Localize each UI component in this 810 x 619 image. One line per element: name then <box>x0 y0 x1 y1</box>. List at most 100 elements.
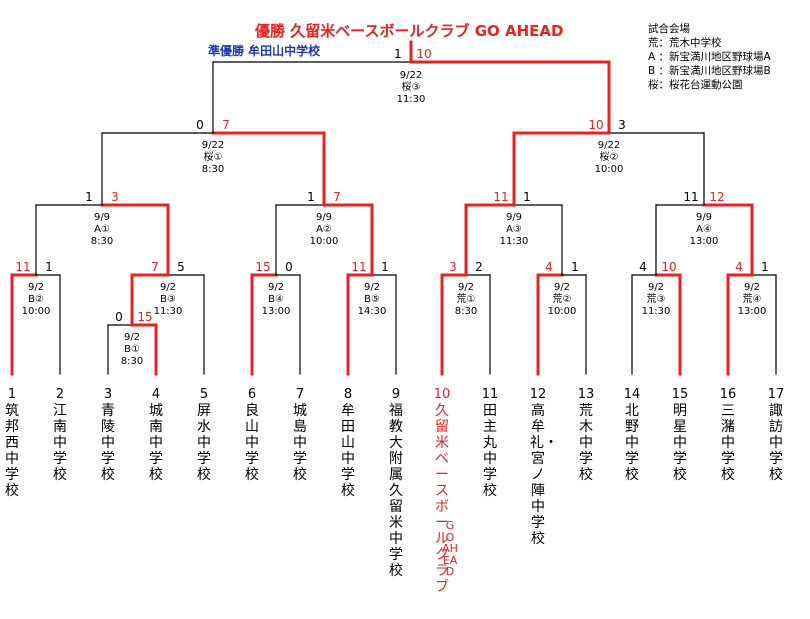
match-time: 10:00 <box>21 306 51 317</box>
match-date: 9/2 <box>457 282 475 293</box>
match-place: A③ <box>506 224 522 235</box>
score-right: 15 <box>137 310 153 324</box>
score-left: 15 <box>255 260 271 274</box>
match-date: 9/2 <box>267 282 285 293</box>
team-number: 3 <box>103 387 113 402</box>
match-time: 8:30 <box>201 164 225 175</box>
team-name: 荒木中学校 <box>579 403 593 483</box>
team-number: 6 <box>247 387 257 402</box>
score-left: 4 <box>545 260 553 274</box>
score-left: 1 <box>85 190 93 204</box>
team-name: 諏訪中学校 <box>769 403 783 483</box>
team-number: 2 <box>55 387 65 402</box>
match-time: 10:00 <box>547 306 577 317</box>
score-right: 10 <box>416 47 432 61</box>
match-place: A① <box>94 224 110 235</box>
team-number: 13 <box>577 387 595 402</box>
team-name: 筑邦西中学校 <box>5 403 19 499</box>
score-right: 2 <box>475 260 483 274</box>
score-right: 1 <box>523 190 531 204</box>
score-right: 3 <box>111 190 119 204</box>
score-left: 11 <box>493 190 509 204</box>
venue-legend-line: 荒：荒木中学校 <box>648 37 722 49</box>
score-right: 7 <box>333 190 341 204</box>
match-time: 10:00 <box>309 236 339 247</box>
score-left: 0 <box>196 118 204 132</box>
team-number: 4 <box>151 387 161 402</box>
score-right: 10 <box>661 260 677 274</box>
team-name: 福教大附属久留米中学校 <box>389 403 403 579</box>
score-left: 11 <box>351 260 367 274</box>
score-left: 3 <box>449 260 457 274</box>
team-name: 高牟礼・宮ノ陣中学校 <box>530 403 558 547</box>
match-place: 荒③ <box>646 294 666 305</box>
match-date: 9/22 <box>399 70 423 81</box>
match-time: 8:30 <box>90 236 114 247</box>
runner-up-title: 準優勝 牟田山中学校 <box>208 44 321 58</box>
score-left: 11 <box>683 190 699 204</box>
match-place: B① <box>124 344 140 355</box>
team-number: 8 <box>343 387 353 402</box>
team-number: 14 <box>623 387 641 402</box>
team-name: 屏水中学校 <box>197 403 211 483</box>
venue-legend-heading: 試合会場 <box>648 23 690 35</box>
team-name: 青陵中学校 <box>101 403 115 483</box>
team-number: 17 <box>767 387 785 402</box>
team-name: 良山中学校 <box>245 403 259 483</box>
match-date: 9/9 <box>695 212 713 223</box>
match-place: B② <box>28 294 44 305</box>
score-right: 1 <box>761 260 769 274</box>
match-time: 14:30 <box>357 306 387 317</box>
score-right: 1 <box>381 260 389 274</box>
match-time: 11:30 <box>499 236 529 247</box>
venue-legend-line: A ：新宝満川地区野球場A <box>648 51 771 63</box>
match-date: 9/9 <box>505 212 523 223</box>
match-place: A④ <box>696 224 712 235</box>
team-name: 城島中学校 <box>293 403 307 483</box>
match-place: 荒② <box>552 294 572 305</box>
score-left: 7 <box>151 260 159 274</box>
score-left: 1 <box>394 47 402 61</box>
match-time: 11:30 <box>153 306 183 317</box>
match-time: 13:00 <box>737 306 767 317</box>
score-right: 1 <box>571 260 579 274</box>
match-time: 10:00 <box>594 164 624 175</box>
match-date: 9/2 <box>159 282 177 293</box>
match-place: 荒① <box>456 294 476 305</box>
match-time: 11:30 <box>396 94 426 105</box>
team-number: 10 <box>433 387 451 402</box>
match-date: 9/2 <box>27 282 45 293</box>
match-date: 9/2 <box>743 282 761 293</box>
score-left: 4 <box>735 260 743 274</box>
team-name: 北野中学校 <box>625 403 639 483</box>
team-name: 田主丸中学校 <box>483 403 497 499</box>
match-time: 11:30 <box>641 306 671 317</box>
team-number: 9 <box>391 387 401 402</box>
score-right: 7 <box>222 118 230 132</box>
team-number: 11 <box>481 387 499 402</box>
team-name: 三潴中学校 <box>721 403 735 483</box>
